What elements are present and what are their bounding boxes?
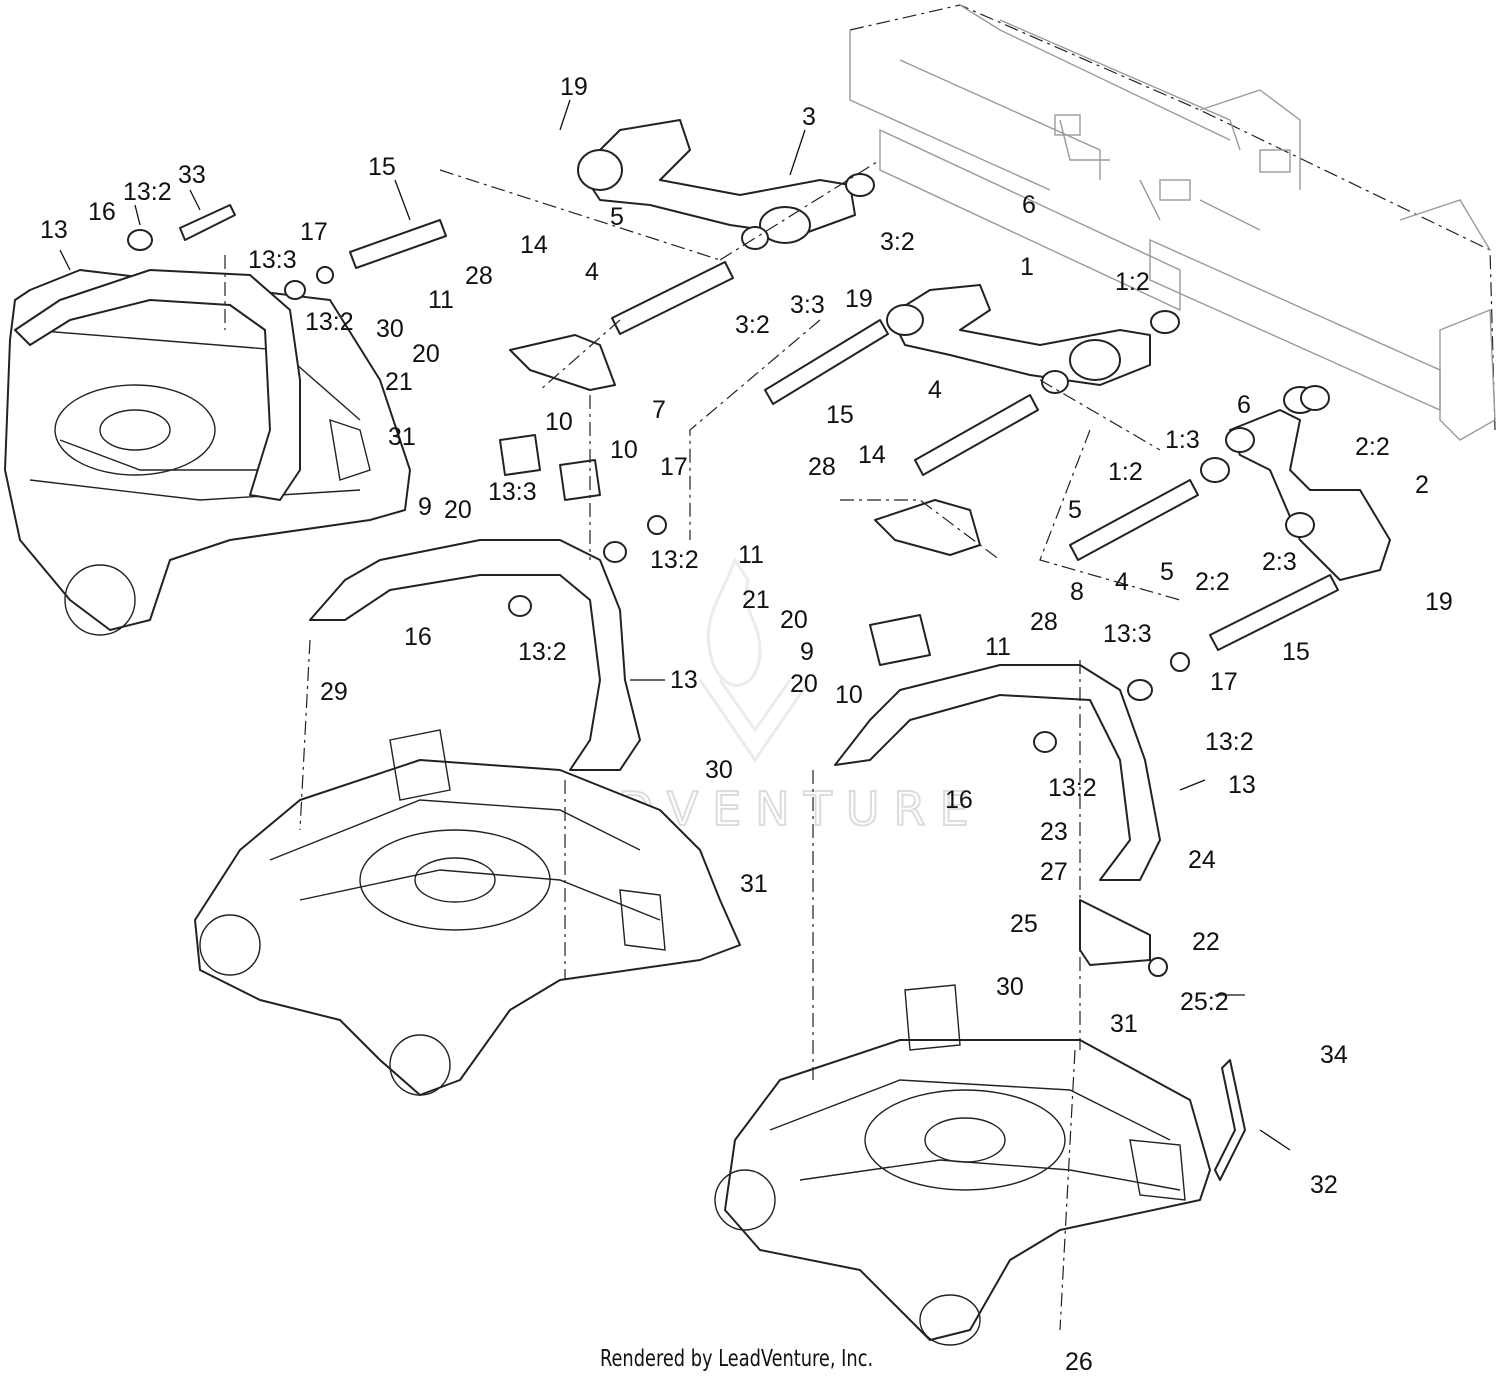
- callout-label: 13:2: [123, 178, 172, 206]
- callout-label: 1:2: [1108, 458, 1143, 486]
- callout-label: 14: [520, 231, 548, 259]
- callout-label: 8: [1070, 578, 1084, 606]
- callout-label: 13:2: [1205, 728, 1254, 756]
- callout-label: 28: [465, 262, 493, 290]
- callout-label: 20: [444, 496, 472, 524]
- callout-label: 13:2: [518, 638, 567, 666]
- callout-label: 9: [418, 493, 432, 521]
- callout-label: 16: [88, 198, 116, 226]
- traction-frame: [849, 4, 1496, 441]
- callout-label: 22: [1192, 928, 1220, 956]
- callout-label: 20: [790, 670, 818, 698]
- callout-label: 6: [1022, 191, 1036, 219]
- callout-label: 27: [1040, 858, 1068, 886]
- callout-label: 2:2: [1355, 433, 1390, 461]
- callout-label: 15: [368, 153, 396, 181]
- callout-label: 4: [585, 258, 599, 286]
- callout-label: 19: [560, 73, 588, 101]
- callout-label: 21: [742, 586, 770, 614]
- callout-label: 30: [705, 756, 733, 784]
- callout-label: 34: [1320, 1041, 1348, 1069]
- callout-label: 2: [1415, 471, 1429, 499]
- callout-label: 16: [945, 786, 973, 814]
- callout-label: 23: [1040, 818, 1068, 846]
- callout-label: 9: [800, 638, 814, 666]
- callout-label: 5: [1068, 496, 1082, 524]
- callout-label: 13: [40, 216, 68, 244]
- callout-label: 13: [670, 666, 698, 694]
- callout-label: 11: [985, 633, 1011, 661]
- callout-label: 13:3: [1103, 620, 1152, 648]
- callout-label: 30: [376, 315, 404, 343]
- callout-label: 17: [1210, 668, 1238, 696]
- callout-label: 21: [385, 368, 413, 396]
- callout-label: 20: [780, 606, 808, 634]
- callout-label: 11: [738, 541, 764, 569]
- callout-label: 4: [1115, 568, 1129, 596]
- callout-label: 2:3: [1262, 548, 1297, 576]
- callout-label: 5: [1160, 558, 1174, 586]
- callout-label: 6: [1237, 391, 1251, 419]
- roll-bars: [14, 269, 1161, 881]
- right-deck: [714, 984, 1211, 1346]
- callout-label: 16: [404, 623, 432, 651]
- callout-label: 29: [320, 678, 348, 706]
- brackets: [499, 334, 981, 666]
- callout-label: 3:3: [790, 291, 825, 319]
- callout-label: 3:2: [735, 311, 770, 339]
- lift-arm-3: [577, 119, 875, 244]
- callout-label: 17: [300, 218, 328, 246]
- callout-label: 13: [1228, 771, 1256, 799]
- callout-label: 5: [610, 203, 624, 231]
- watermark-logo-icon: [698, 556, 812, 763]
- callout-label: 26: [1065, 1348, 1093, 1376]
- callout-label: 20: [412, 340, 440, 368]
- callout-label: 19: [1425, 588, 1453, 616]
- callout-label: 13:3: [488, 478, 537, 506]
- callout-label: 15: [1282, 638, 1310, 666]
- callout-label: 25:2: [1180, 988, 1229, 1016]
- callout-label: 32: [1310, 1171, 1338, 1199]
- callout-label: 2:2: [1195, 568, 1230, 596]
- callout-label: 31: [1110, 1010, 1138, 1038]
- footer-credit: Rendered by LeadVenture, Inc.: [600, 1346, 874, 1372]
- callout-label: 1: [1020, 253, 1034, 281]
- callout-label: 28: [1030, 608, 1058, 636]
- lift-arm-2: [1225, 386, 1391, 581]
- callout-label: 10: [610, 436, 638, 464]
- callout-label: 14: [858, 441, 886, 469]
- pins: [349, 219, 1339, 651]
- callout-label: 3:2: [880, 228, 915, 256]
- callout-label: 11: [428, 286, 454, 314]
- callout-label: 4: [928, 376, 942, 404]
- callout-label: 13:2: [305, 308, 354, 336]
- callout-label: 10: [835, 681, 863, 709]
- callouts: 19 3 15 33 13:2 16 13 13:3 17 13:2 5 14 …: [40, 73, 1453, 1376]
- callout-label: 13:2: [1048, 774, 1097, 802]
- center-deck: [194, 729, 741, 1096]
- callout-label: 13:2: [650, 546, 699, 574]
- callout-label: 3: [802, 103, 816, 131]
- callout-label: 1:2: [1115, 268, 1150, 296]
- callout-label: 13:3: [248, 246, 297, 274]
- callout-label: 19: [845, 285, 873, 313]
- callout-label: 30: [996, 973, 1024, 1001]
- callout-label: 7: [652, 396, 666, 424]
- callout-label: 24: [1188, 846, 1216, 874]
- callout-label: 25: [1010, 910, 1038, 938]
- callout-label: 15: [826, 401, 854, 429]
- leader-lines: [59, 99, 1291, 1331]
- callout-label: 31: [740, 870, 768, 898]
- callout-label: 31: [388, 423, 416, 451]
- callout-label: 33: [178, 161, 206, 189]
- callout-label: 10: [545, 408, 573, 436]
- lift-arm-1: [886, 284, 1180, 386]
- callout-label: 28: [808, 453, 836, 481]
- callout-label: 1:3: [1165, 426, 1200, 454]
- hardware: [127, 204, 1330, 1181]
- callout-label: 17: [660, 453, 688, 481]
